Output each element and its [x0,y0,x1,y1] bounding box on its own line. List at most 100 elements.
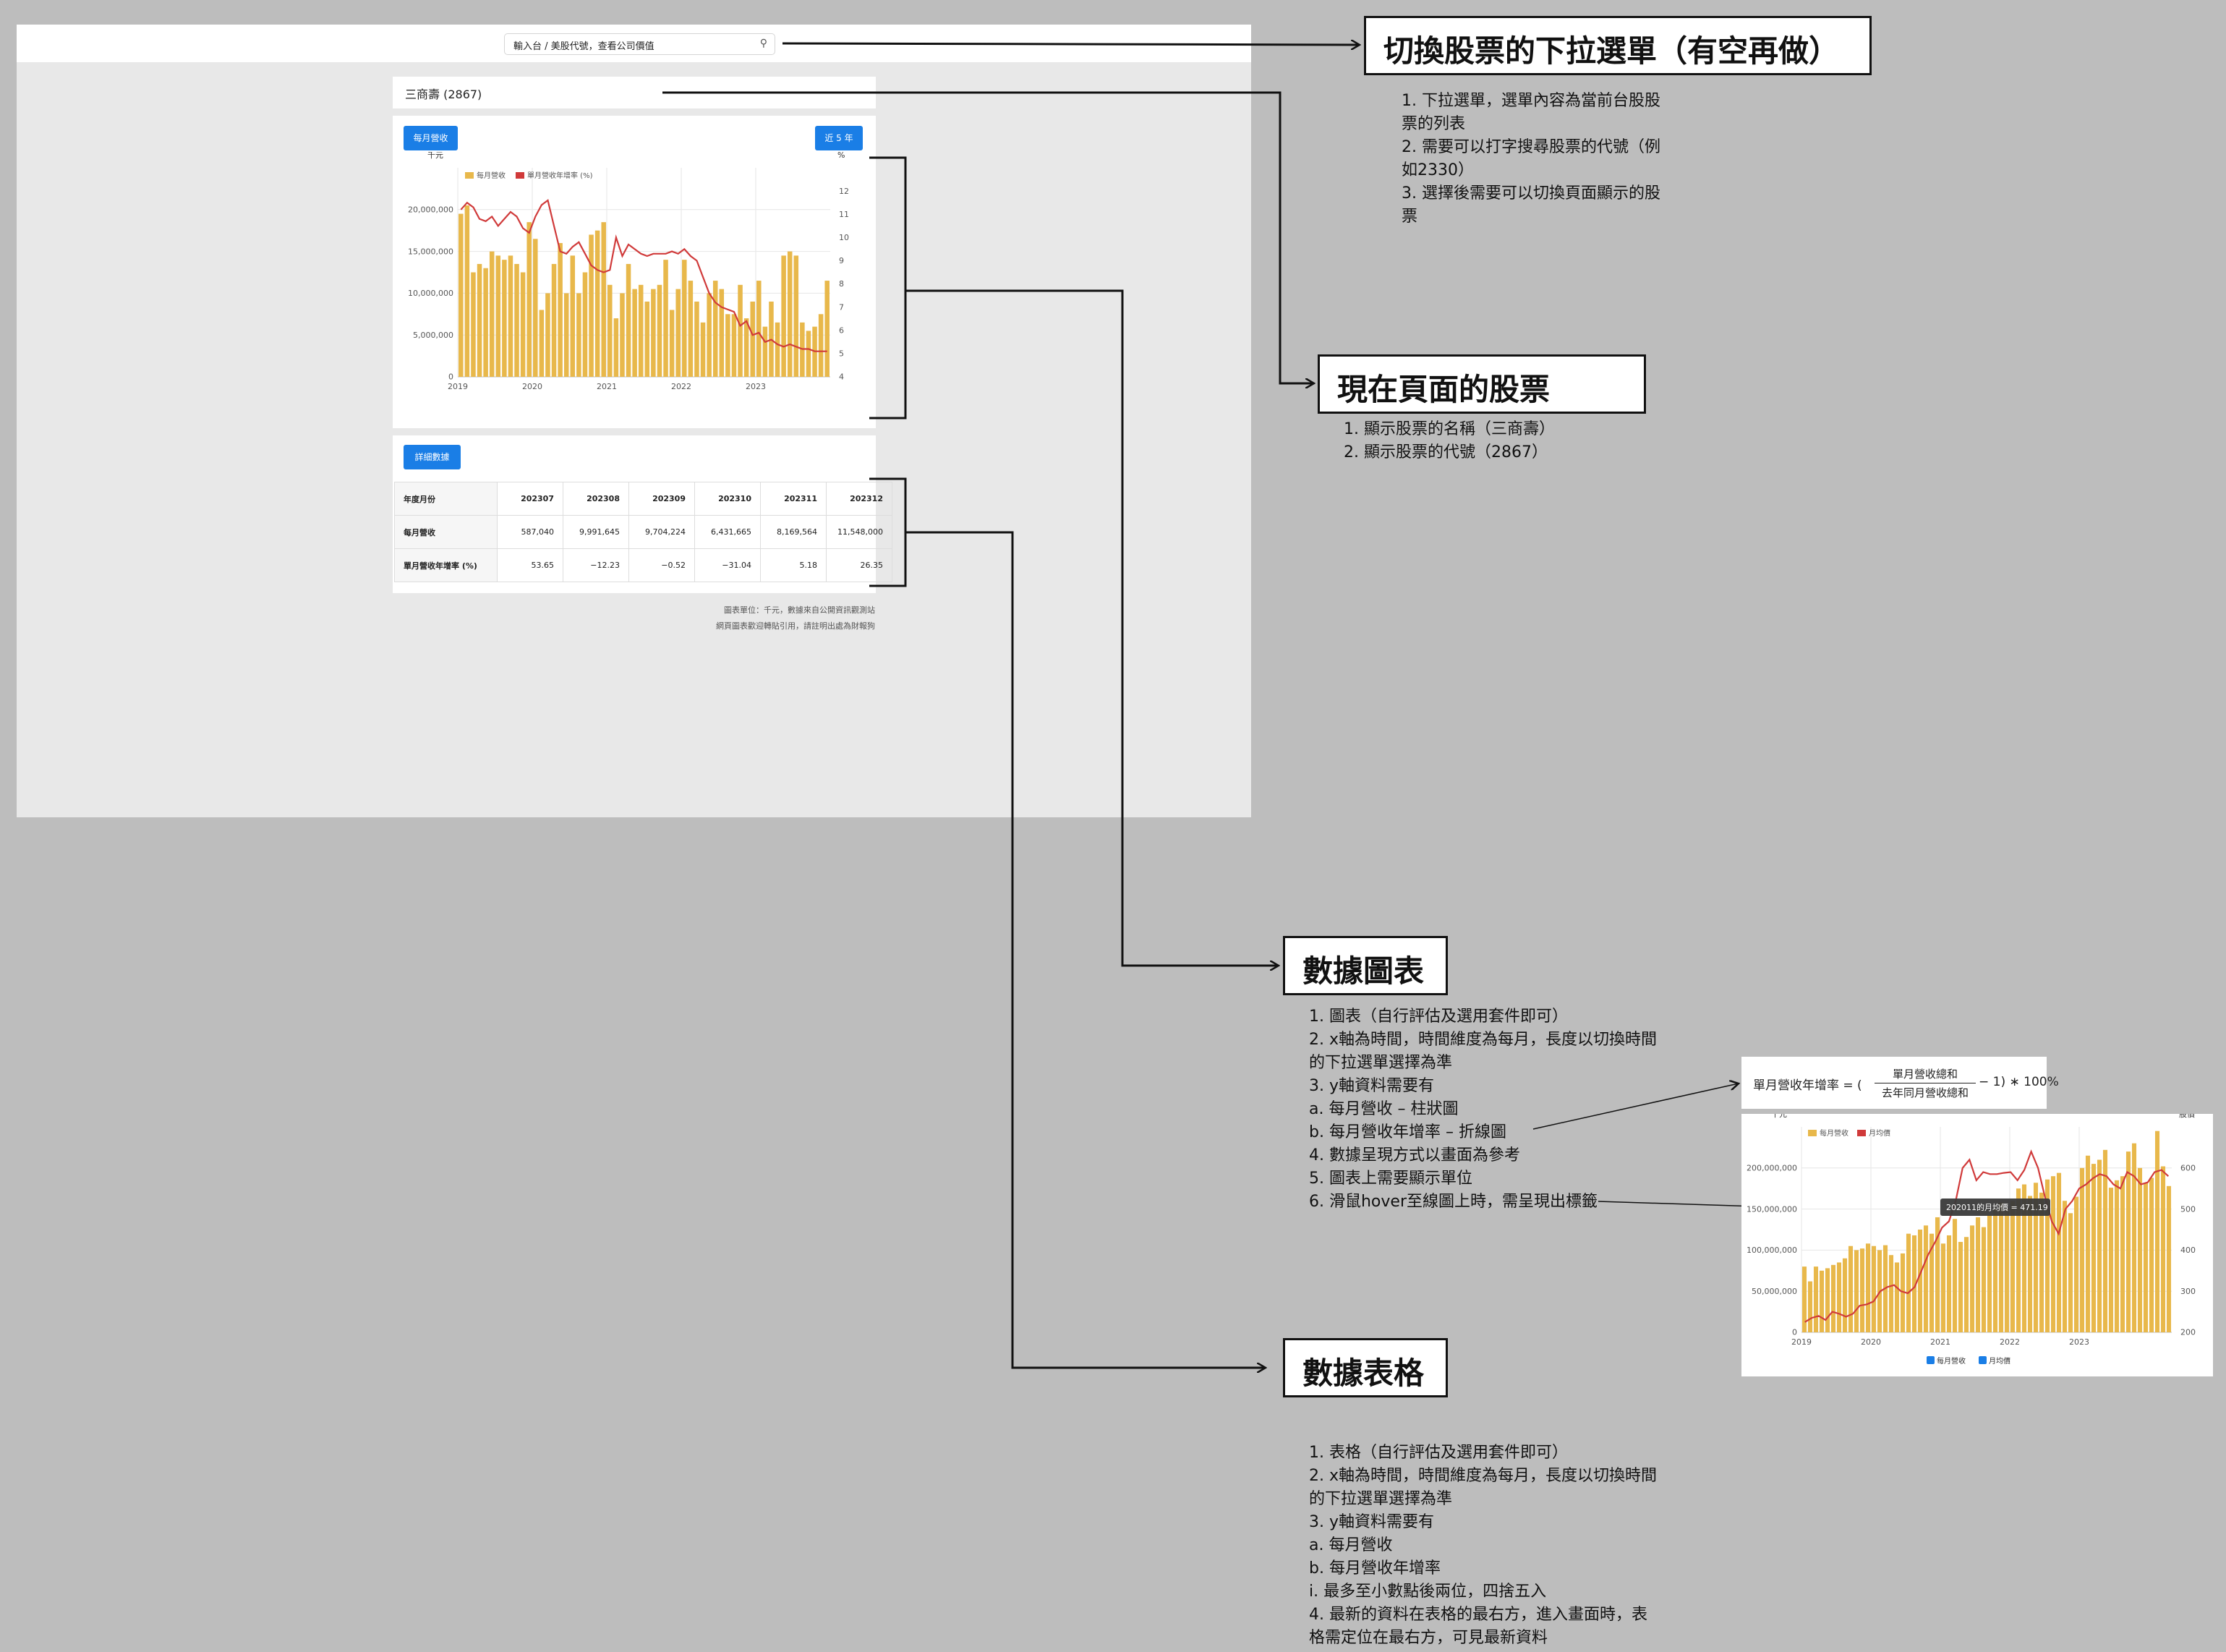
table-cell: 9,704,224 [628,515,695,549]
revenue-bar [2091,1164,2097,1332]
revenue-bar [1819,1270,1825,1332]
revenue-bar [477,263,482,377]
note-item: 3. y軸資料需要有 [1309,1513,1435,1531]
hover-tooltip-text: 202011的月均價 = 471.19 [1946,1202,2048,1212]
stock-search-input[interactable]: 輸入台 / 美股代號，查看公司價值 ⚲ [504,33,775,55]
revenue-bar [2079,1167,2085,1332]
revenue-bar [719,289,725,377]
checkbox-label: 月均價 [1989,1356,2010,1366]
annotation-chart-notes: 1. 圖表（自行評估及選用套件即可） 2. x軸為時間，時間維度為每月，長度以切… [1309,1005,1657,1214]
x-tick-label: 2023 [2069,1337,2089,1347]
note-item: i. 最多至小數點後兩位，四捨五入 [1309,1583,1547,1601]
note-item: b. 每月營收年增率 – 折線圖 [1309,1123,1506,1141]
revenue-bar [2125,1151,2131,1332]
revenue-bar [756,281,762,377]
revenue-bar [2143,1183,2149,1332]
revenue-bar [1807,1281,1813,1332]
checkbox-label: 每月營收 [1937,1356,1966,1366]
table-col-header: 202307 [497,482,563,516]
revenue-bar [2039,1192,2044,1332]
reference-price-chart[interactable]: 050,000,000100,000,000150,000,000200,000… [1741,1114,2213,1376]
annotation-current-stock-title: 現在頁面的股票 [1318,354,1646,414]
y-left-tick-label: 10,000,000 [408,289,453,298]
chart-unit-note: 圖表單位：千元，數據來自公開資訊觀測站 [724,605,875,615]
table-row: 每月營收 587,040 9,991,645 9,704,224 6,431,6… [394,515,892,549]
revenue-bar [2108,1188,2114,1332]
revenue-bar [675,289,681,377]
revenue-bar [1987,1215,1992,1332]
revenue-bar [489,251,495,377]
revenue-bar [558,243,563,377]
y-left-tick-label: 150,000,000 [1747,1204,1797,1214]
x-tick-label: 2020 [522,382,542,391]
revenue-bar [502,260,507,377]
revenue-bar [1911,1235,1917,1332]
revenue-bar [1917,1230,1923,1332]
legend-swatch-bar [1808,1130,1817,1136]
revenue-bar [1940,1243,1946,1332]
revenue-bar [1998,1202,2004,1332]
y-right-tick-label: 10 [839,233,849,242]
y-left-tick-label: 15,000,000 [408,247,453,256]
monthly-revenue-button[interactable]: 每月營收 [404,126,458,150]
revenue-bar [1825,1268,1830,1332]
formula-numerator: 單月營收總和 [1892,1068,1958,1081]
revenue-bar [2044,1179,2050,1332]
revenue-bar [651,289,656,377]
period-5y-button[interactable]: 近 5 年 [815,126,863,150]
revenue-bar [2114,1180,2120,1332]
revenue-bar [657,284,662,377]
note-item: 票的列表 [1402,115,1466,133]
revenue-bar [2056,1172,2062,1332]
detail-data-button[interactable]: 詳細數據 [404,445,461,469]
revenue-bar [2016,1188,2021,1332]
note-item: 的下拉選單選擇為準 [1309,1054,1453,1072]
revenue-bar [539,310,545,377]
search-placeholder: 輸入台 / 美股代號，查看公司價值 [513,41,654,52]
y-left-tick-label: 5,000,000 [413,331,453,340]
revenue-bar [1969,1225,1975,1332]
y-right-tick-label: 9 [839,256,844,265]
revenue-bar [738,284,743,377]
revenue-bar [824,281,830,377]
revenue-bar [1958,1242,1963,1332]
y-right-tick-label: 400 [2180,1246,2196,1255]
formula-fraction: 單月營收總和 去年同月營收總和 [1875,1066,1976,1100]
revenue-bar [2149,1178,2154,1332]
revenue-bar [2131,1143,2137,1332]
note-item: 如2330） [1402,161,1474,179]
table-header-label: 年度月份 [394,482,498,516]
revenue-bar [582,272,588,377]
revenue-bar [576,293,581,377]
search-icon[interactable]: ⚲ [759,38,767,49]
table-cell: 53.65 [497,548,563,582]
revenue-bar [2073,1196,2079,1332]
revenue-chart[interactable]: 05,000,00010,000,00015,000,00020,000,000… [393,152,876,398]
revenue-bar [1859,1248,1865,1332]
data-table: 年度月份 202307 202308 202309 202310 202311 … [394,482,892,582]
note-item: 2. x軸為時間，時間維度為每月，長度以切換時間 [1309,1467,1658,1485]
annotation-dropdown-notes: 1. 下拉選單，選單內容為當前台股股 票的列表 2. 需要可以打字搜尋股票的代號… [1402,90,1660,229]
note-item: a. 每月營收 [1309,1536,1393,1554]
legend-label: 月均價 [1869,1128,1890,1138]
y-right-tick-label: 6 [839,325,844,335]
table-cell: 6,431,665 [694,515,761,549]
revenue-bar [818,314,824,377]
table-col-header: 202311 [760,482,827,516]
y-right-unit-label: % [837,152,845,160]
annotation-table-notes: 1. 表格（自行評估及選用套件即可） 2. x軸為時間，時間維度為每月，長度以切… [1309,1442,1657,1650]
revenue-bar [551,263,557,377]
revenue-bar [2027,1196,2033,1332]
revenue-bar [2102,1149,2108,1332]
revenue-bar [545,293,550,377]
legend-swatch-bar [465,172,474,179]
annotation-chart-title: 數據圖表 [1283,936,1448,995]
revenue-bar [464,205,470,377]
revenue-bar [626,263,631,377]
y-right-tick-label: 5 [839,349,844,359]
revenue-bar [1830,1264,1836,1332]
revenue-bar [638,284,644,377]
legend-swatch-line [516,172,524,179]
note-item: 3. y軸資料需要有 [1309,1077,1435,1095]
table-cell: −0.52 [628,548,695,582]
